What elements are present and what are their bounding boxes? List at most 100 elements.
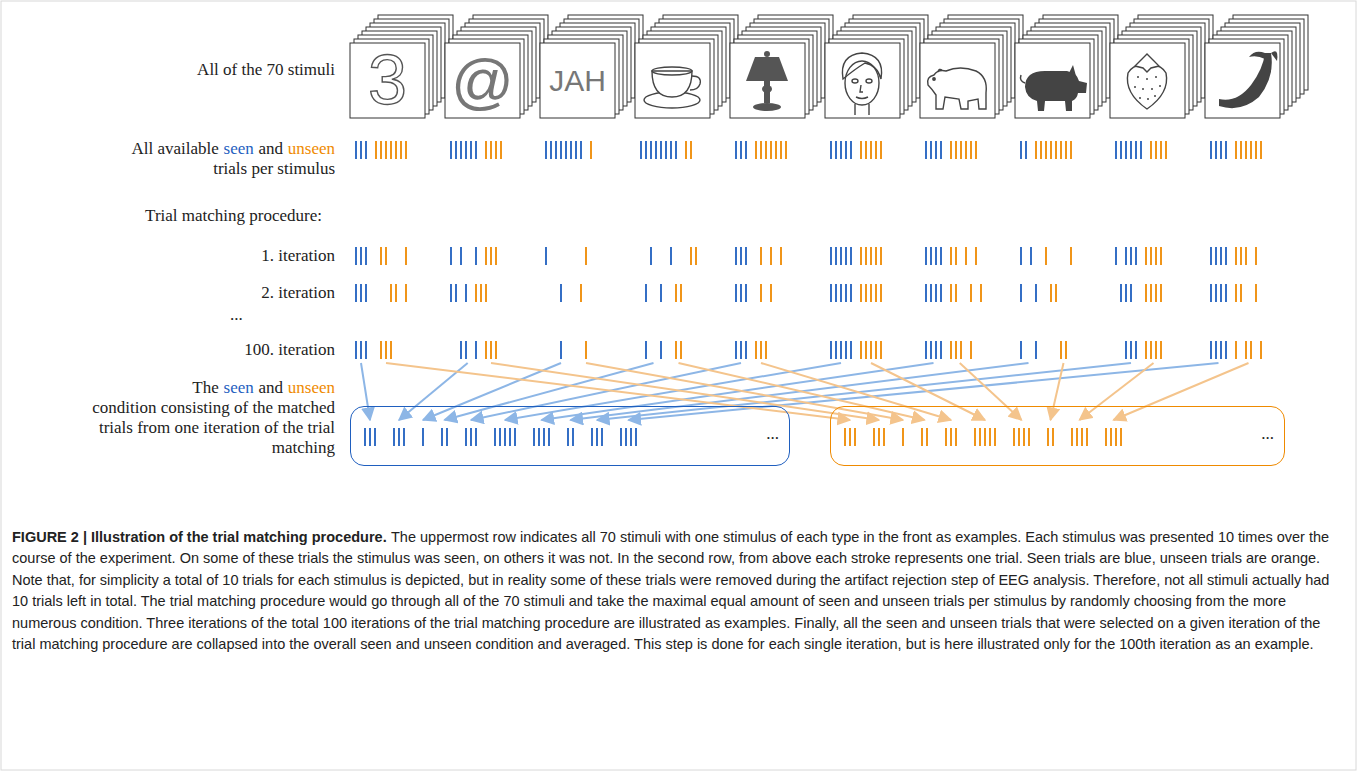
trial-stroke — [870, 141, 872, 159]
trial-stroke — [450, 141, 452, 159]
trial-stroke — [675, 141, 677, 159]
trial-stroke — [645, 284, 647, 302]
trial-stroke — [575, 141, 577, 159]
trial-stroke — [450, 247, 452, 265]
matched-stroke — [926, 428, 928, 446]
trial-stroke — [365, 341, 367, 359]
figure-caption: FIGURE 2 | Illustration of the trial mat… — [12, 527, 1345, 655]
matched-stroke — [567, 428, 569, 446]
trial-stroke — [835, 284, 837, 302]
trial-stroke — [865, 284, 867, 302]
trial-stroke — [465, 141, 467, 159]
matching-arrows — [361, 363, 1249, 420]
label-text: ... — [230, 305, 243, 324]
trial-stroke — [830, 341, 832, 359]
trial-stroke — [875, 247, 877, 265]
matched-stroke — [1047, 428, 1049, 446]
matched-stroke — [854, 428, 856, 446]
trial-stroke — [1035, 284, 1037, 302]
matched-stroke — [883, 428, 885, 446]
trial-stroke — [850, 247, 852, 265]
trial-stroke — [1130, 141, 1132, 159]
trial-stroke — [875, 284, 877, 302]
trial-stroke — [555, 141, 557, 159]
trial-stroke — [880, 141, 882, 159]
trial-stroke — [955, 284, 957, 302]
trial-stroke — [1155, 247, 1157, 265]
trial-stroke — [745, 141, 747, 159]
trial-stroke — [1030, 247, 1032, 265]
trial-stroke — [565, 141, 567, 159]
trial-stroke — [870, 247, 872, 265]
pig-icon — [1021, 65, 1088, 111]
matched-stroke — [1081, 428, 1083, 446]
stimulus-text: JAH — [540, 43, 615, 118]
trial-stroke — [835, 141, 837, 159]
trial-stroke — [380, 341, 382, 359]
trial-stroke — [550, 141, 552, 159]
trial-stroke — [1235, 341, 1237, 359]
matching-arrow — [571, 363, 1029, 420]
trial-stroke — [485, 247, 487, 265]
trial-stroke — [1160, 141, 1162, 159]
trial-stroke — [475, 284, 477, 302]
matched-stroke — [364, 428, 366, 446]
matched-stroke — [878, 428, 880, 446]
trial-stroke — [560, 284, 562, 302]
condition-box: ... — [350, 406, 790, 466]
trial-stroke — [980, 284, 982, 302]
trial-stroke — [580, 141, 582, 159]
trial-stroke — [685, 141, 687, 159]
trial-stroke — [870, 284, 872, 302]
label-text: unseen — [288, 378, 335, 397]
trial-stroke — [665, 141, 667, 159]
trial-stroke — [660, 284, 662, 302]
matching-arrow — [1114, 363, 1249, 420]
matched-stroke — [1018, 428, 1020, 446]
trial-stroke — [845, 284, 847, 302]
trial-stroke — [1155, 341, 1157, 359]
trial-stroke — [1060, 141, 1062, 159]
banana-icon — [1219, 51, 1277, 108]
trial-stroke — [880, 341, 882, 359]
ellipsis: ... — [1261, 424, 1274, 444]
trial-stroke — [745, 247, 747, 265]
trial-stroke — [495, 247, 497, 265]
trial-stroke — [380, 141, 382, 159]
trial-stroke — [560, 141, 562, 159]
row-label: 2. iteration — [261, 283, 335, 303]
trial-stroke — [1055, 284, 1057, 302]
trial-stroke — [495, 141, 497, 159]
trial-stroke — [865, 141, 867, 159]
trial-stroke — [1135, 341, 1137, 359]
trial-stroke — [1210, 141, 1212, 159]
trial-stroke — [365, 141, 367, 159]
matched-stroke — [422, 428, 424, 446]
trial-stroke — [840, 247, 842, 265]
matched-stroke — [470, 428, 472, 446]
matched-stroke — [514, 428, 516, 446]
trial-stroke — [850, 284, 852, 302]
trial-stroke — [1035, 141, 1037, 159]
trial-stroke — [475, 247, 477, 265]
trial-stroke — [935, 247, 937, 265]
trial-stroke — [1220, 141, 1222, 159]
matched-stroke — [1028, 428, 1030, 446]
trial-stroke — [950, 247, 952, 265]
trial-stroke — [1225, 341, 1227, 359]
stimulus-symbol: @ — [451, 43, 514, 118]
trial-stroke — [1040, 141, 1042, 159]
trial-stroke — [1050, 284, 1052, 302]
trial-stroke — [545, 247, 547, 265]
label-text: seen — [224, 139, 254, 158]
trial-stroke — [360, 247, 362, 265]
trial-stroke — [735, 341, 737, 359]
trial-stroke — [935, 141, 937, 159]
trial-stroke — [935, 341, 937, 359]
matched-stroke — [591, 428, 593, 446]
matched-stroke — [374, 428, 376, 446]
trial-stroke — [950, 284, 952, 302]
trial-stroke — [765, 141, 767, 159]
trial-stroke — [1220, 341, 1222, 359]
trial-stroke — [465, 284, 467, 302]
